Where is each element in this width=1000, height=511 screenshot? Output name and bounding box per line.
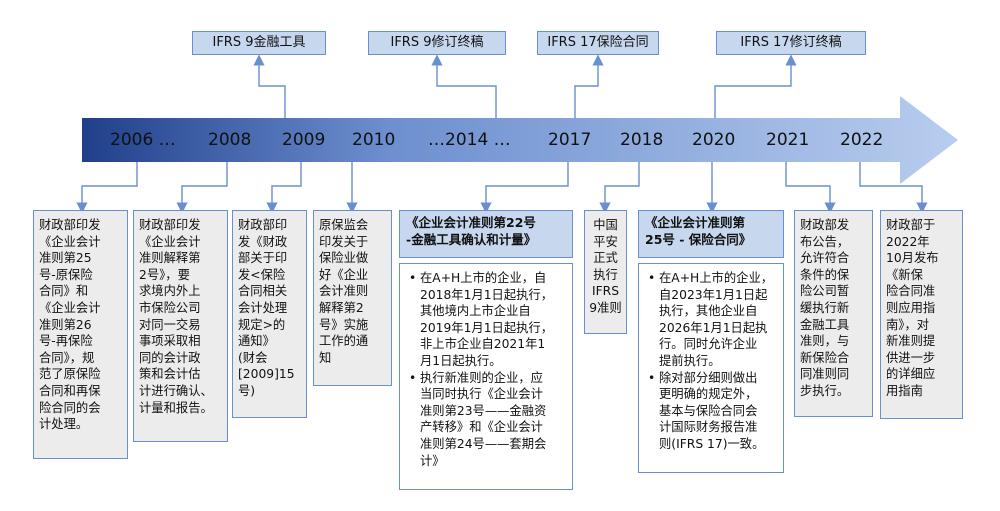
list-2017: 在A+H上市的企业，自 2018年1月1日起执行， 其他境内上市企业自 2019… [406, 270, 566, 469]
year-2014: …2014 … [428, 130, 511, 150]
connector-2018 [599, 162, 640, 214]
event-box-2020: 在A+H上市的企业， 自2023年1月1日起 执行，其他企业自 2026年1月1… [638, 263, 784, 473]
connectors [76, 54, 928, 214]
year-2022: 2022 [840, 130, 884, 150]
event-text-2022: 财政部于 2022年 10月发布 《新保 险合同准 则应用指 南》，对 新准则提… [886, 218, 939, 398]
connector-2017 [480, 162, 569, 214]
event-text-2006: 财政部印发 《企业会计 准则第25 号-原保险 合同》和 《企业会计 准则第26… [39, 218, 101, 432]
event-text-2009: 财政部印 发《财政 部关于印 发<保险 合同相关 会计处理 规定>的 通知》 (… [238, 218, 295, 398]
list-2020: 在A+H上市的企业， 自2023年1月1日起 执行，其他企业自 2026年1月1… [645, 270, 778, 453]
event-box-2006: 财政部印发 《企业会计 准则第25 号-原保险 合同》和 《企业会计 准则第26… [33, 210, 128, 459]
connector-2022 [859, 162, 928, 214]
connector-ifrs9rev [431, 54, 497, 118]
year-2008: 2008 [208, 130, 252, 150]
connector-2009 [266, 162, 302, 214]
connector-2006 [76, 162, 138, 214]
year-2018: 2018 [620, 130, 664, 150]
label-ifrs17-revision: IFRS 17修订终稿 [716, 31, 866, 55]
header-2017-ias22: 《企业会计准则第22号 -金融工具确认和计量》 [399, 210, 573, 258]
label-ifrs17: IFRS 17保险合同 [537, 31, 659, 55]
event-text-2021: 财政部发 布公告， 允许符合 条件的保 险公司暂 缓执行新 金融工具 准则，与 … [800, 218, 850, 398]
header-2020-ias25: 《企业会计准则第 25号 - 保险合同》 [638, 210, 784, 258]
event-text-2018: 中国 平安 正式 执行 IFRS 9准则 [589, 218, 622, 315]
event-box-2021: 财政部发 布公告， 允许符合 条件的保 险公司暂 缓执行新 金融工具 准则，与 … [794, 210, 873, 417]
connector-ifrs17rev [714, 54, 797, 118]
list-item-2017-2: 执行新准则的企业，应 当同时执行《企业会计 准则第23号——金融资 产转移》和《… [409, 370, 566, 470]
event-box-2022: 财政部于 2022年 10月发布 《新保 险合同准 则应用指 南》，对 新准则提… [880, 210, 963, 419]
connector-ifrs17 [574, 54, 604, 118]
list-item-2017-1: 在A+H上市的企业，自 2018年1月1日起执行， 其他境内上市企业自 2019… [409, 270, 566, 370]
label-ifrs9-revision: IFRS 9修订终稿 [368, 31, 506, 55]
year-2010: 2010 [352, 130, 396, 150]
event-text-2010: 原保监会 印发关于 保险业做 好《企业 会计准则 解释第2 号》实施 工作的通 … [319, 218, 369, 365]
event-box-2018: 中国 平安 正式 执行 IFRS 9准则 [584, 210, 627, 334]
event-box-2009: 财政部印 发《财政 部关于印 发<保险 合同相关 会计处理 规定>的 通知》 (… [232, 210, 307, 418]
year-2009: 2009 [282, 130, 326, 150]
year-2017: 2017 [548, 130, 592, 150]
event-text-2008: 财政部印发 《企业会计 准则解释第 2号》，要 求境内外上 市保险公司 对同一交… [139, 218, 213, 415]
connector-2021 [785, 162, 836, 214]
connector-2008 [176, 162, 228, 214]
event-box-2010: 原保监会 印发关于 保险业做 好《企业 会计准则 解释第2 号》实施 工作的通 … [313, 210, 392, 386]
year-2006: 2006 … [110, 130, 176, 150]
list-item-2020-1: 在A+H上市的企业， 自2023年1月1日起 执行，其他企业自 2026年1月1… [648, 270, 778, 370]
list-item-2020-2: 除对部分细则做出 更明确的规定外， 基本与保险合同会 计国际财务报告准 则(IF… [648, 370, 778, 453]
event-box-2017: 在A+H上市的企业，自 2018年1月1日起执行， 其他境内上市企业自 2019… [399, 263, 573, 490]
connector-ifrs9 [253, 54, 286, 118]
year-2020: 2020 [692, 130, 736, 150]
year-2021: 2021 [766, 130, 810, 150]
label-ifrs9: IFRS 9金融工具 [192, 31, 326, 55]
event-box-2008: 财政部印发 《企业会计 准则解释第 2号》，要 求境内外上 市保险公司 对同一交… [133, 210, 228, 442]
